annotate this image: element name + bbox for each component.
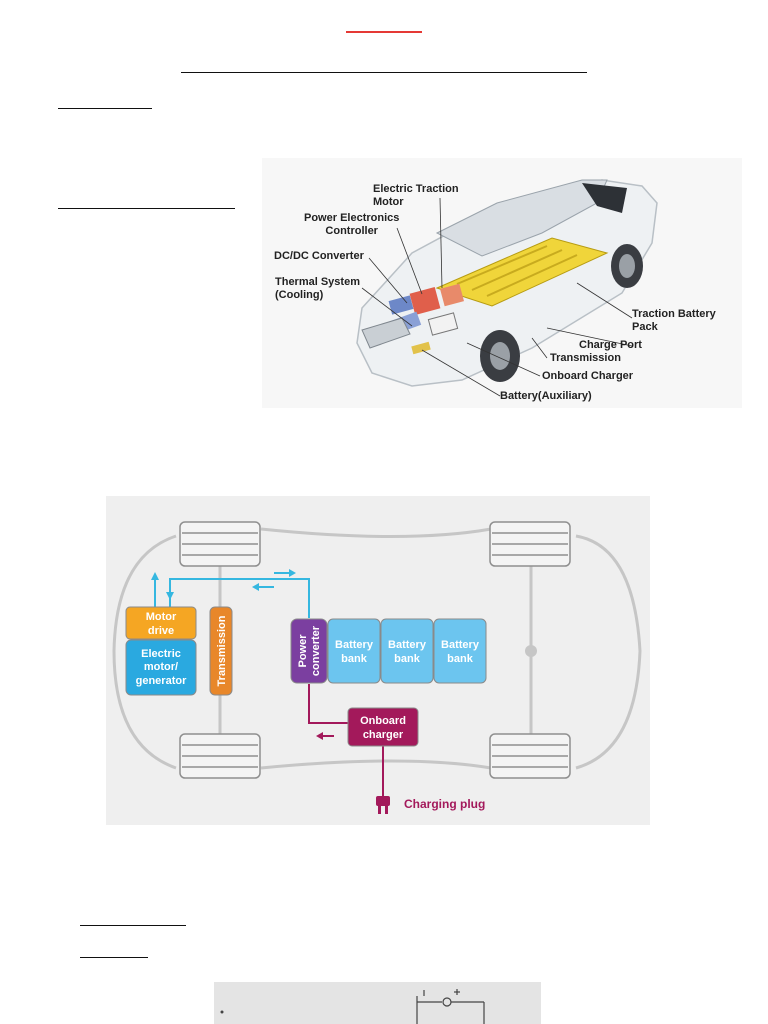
label-power-electronics-controller: Power Electronics Controller xyxy=(304,212,400,237)
motor-generator-label-1: Electric xyxy=(141,648,181,660)
ev-components-photo: Electric Traction Motor Power Electronic… xyxy=(262,158,742,408)
battery-bank-1 xyxy=(327,618,381,684)
motor-generator-label-3: generator xyxy=(136,675,187,687)
motor-generator-label-2: motor/ xyxy=(144,661,178,673)
label-traction-battery-pack: Traction Battery Pack xyxy=(632,308,716,333)
label-thermal-system: Thermal System (Cooling) xyxy=(275,276,360,301)
car-cutaway-illustration xyxy=(356,179,658,397)
wheel-front-left xyxy=(179,521,261,567)
svg-text:Battery: Battery xyxy=(441,639,480,651)
label-dc-dc-converter: DC/DC Converter xyxy=(274,250,364,262)
ev-layout-diagram: Motor drive Electric motor/ generator Tr… xyxy=(106,496,650,825)
car-outline-bottom xyxy=(260,759,492,770)
charging-plug-icon xyxy=(376,796,390,814)
onboard-charger-label-2: charger xyxy=(363,729,404,741)
circuit-photo xyxy=(214,982,541,1024)
section-heading-underline xyxy=(58,108,152,109)
wheel-rear-left xyxy=(489,521,571,567)
svg-text:Battery: Battery xyxy=(388,639,427,651)
label-battery-auxiliary: Battery(Auxiliary) xyxy=(500,390,592,402)
title-underline xyxy=(346,31,422,33)
ev-layout-svg: Motor drive Electric motor/ generator Tr… xyxy=(112,521,642,814)
lower-heading-underline-2 xyxy=(80,957,148,958)
transmission-label: Transmission xyxy=(216,615,228,686)
components-heading-underline xyxy=(58,208,235,209)
car-outline-top xyxy=(260,527,492,538)
car-outline-front xyxy=(112,534,177,770)
subtitle-underline xyxy=(181,72,587,73)
battery-bank-3 xyxy=(433,618,487,684)
charging-plug-label: Charging plug xyxy=(404,797,485,811)
wheel-front-right xyxy=(179,733,261,779)
car-outline-rear xyxy=(575,534,642,770)
motor-drive-label-2: drive xyxy=(148,625,174,637)
motor-generator-box xyxy=(125,639,197,696)
motor-drive-label-1: Motor xyxy=(146,611,177,623)
svg-text:bank: bank xyxy=(447,653,474,665)
onboard-charger-box xyxy=(347,707,419,747)
onboard-charger-label-1: Onboard xyxy=(360,715,406,727)
power-converter-box xyxy=(290,618,328,684)
battery-bank-2 xyxy=(380,618,434,684)
label-charge-port: Charge Port xyxy=(579,339,642,351)
power-converter-label-1: Power xyxy=(297,634,309,668)
circuit-sketch xyxy=(220,989,485,1024)
rear-differential xyxy=(525,645,537,657)
transmission-box xyxy=(209,606,233,696)
label-electric-traction-motor: Electric Traction Motor xyxy=(373,183,459,208)
wheel-rear-right xyxy=(489,733,571,779)
svg-text:bank: bank xyxy=(341,653,368,665)
svg-text:bank: bank xyxy=(394,653,421,665)
lower-heading-underline-1 xyxy=(80,925,186,926)
motor-drive-box xyxy=(125,606,197,640)
label-onboard-charger: Onboard Charger xyxy=(542,370,634,382)
label-transmission: Transmission xyxy=(550,352,621,364)
power-converter-label-2: converter xyxy=(310,625,322,676)
svg-text:Battery: Battery xyxy=(335,639,374,651)
